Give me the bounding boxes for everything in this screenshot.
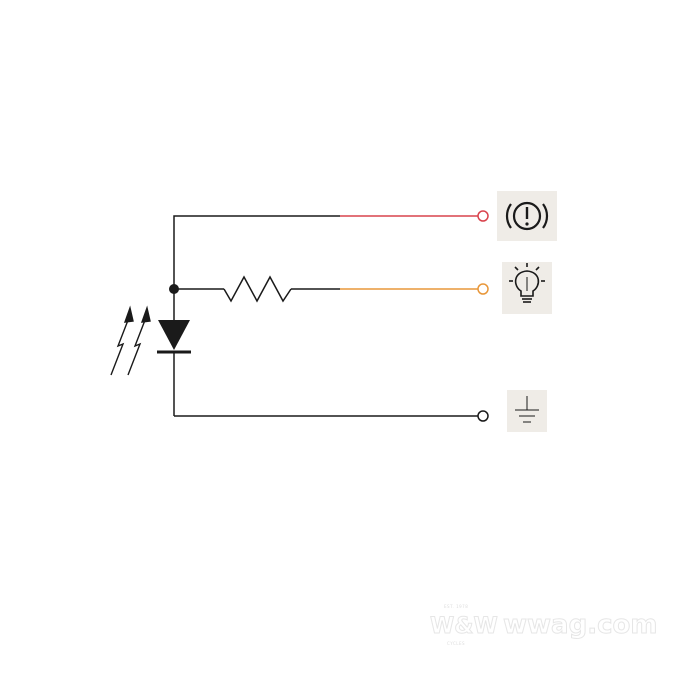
watermark: EST. 1978 W&W CYCLES wwag.com: [430, 604, 658, 646]
watermark-est: EST. 1978: [444, 604, 468, 609]
top-wire-black-segment: [173, 215, 340, 289]
top-terminal: [477, 210, 489, 222]
top-wire: [173, 210, 489, 289]
photodiode: [157, 289, 191, 416]
light-arrow-1: [110, 314, 131, 376]
watermark-sub: CYCLES: [447, 641, 465, 646]
watermark-domain: wwag.com: [503, 610, 657, 640]
bottom-wire: [174, 410, 489, 422]
ground-icon: [507, 390, 547, 432]
light-bulb-icon: [502, 262, 552, 314]
diode-triangle: [158, 320, 190, 350]
watermark-brand: W&W: [430, 614, 498, 639]
resistor: [223, 275, 292, 303]
bottom-terminal: [477, 410, 489, 422]
middle-wire: [169, 275, 489, 303]
light-arrows: [110, 305, 151, 376]
light-arrow-2: [127, 314, 148, 376]
middle-terminal: [477, 283, 489, 295]
brake-warning-icon: [497, 191, 557, 241]
